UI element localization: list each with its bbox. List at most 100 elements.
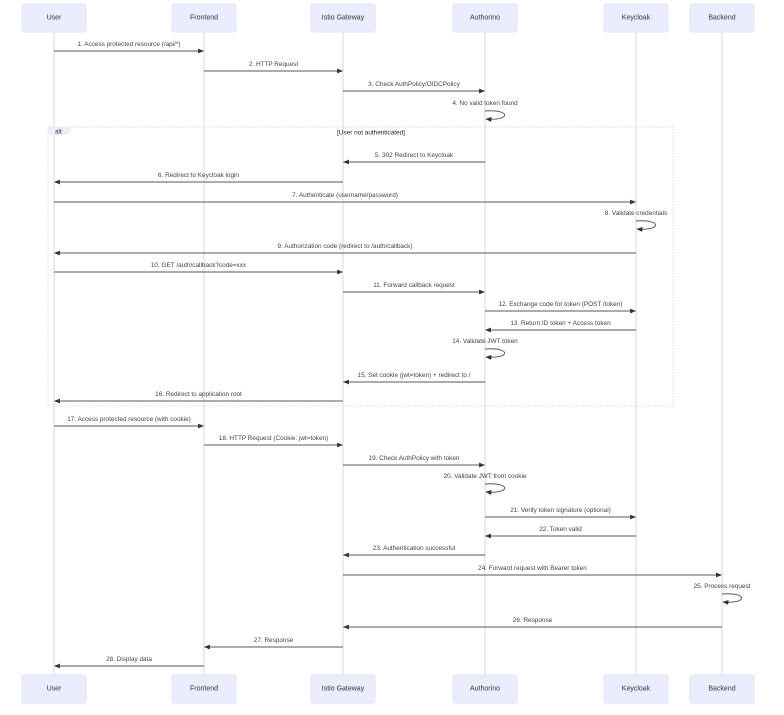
message-20: 20. Validate JWT from cookie (444, 473, 527, 495)
message-2: 2. HTTP Request (204, 61, 344, 74)
message-1: 1. Access protected resource (/api/*) (54, 41, 205, 54)
participant-label: Frontend (190, 15, 218, 22)
message-27: 27. Response (203, 637, 343, 650)
message-24: 24. Forward request with Bearer token (343, 565, 723, 578)
message-9: 9. Authorization code (redirect to /auth… (53, 243, 636, 256)
participant-authorino-top: Authorino (452, 3, 518, 33)
message-8: 8. Validate credentials (605, 210, 667, 232)
message-label: 11. Forward callback request (373, 282, 455, 289)
participant-label: Istio Gateway (322, 15, 365, 22)
message-label: 25. Process request (694, 583, 751, 590)
message-17: 17. Access protected resource (with cook… (54, 416, 205, 429)
message-label: 23. Authentication successful (373, 545, 455, 552)
participant-box (310, 674, 376, 704)
self-message-arrow (635, 220, 657, 232)
message-label: 20. Validate JWT from cookie (444, 473, 527, 480)
message-label: 13. Return ID token + Access token (510, 320, 611, 327)
message-label: 16. Redirect to application root (155, 391, 242, 398)
message-label: 22. Token valid (539, 526, 582, 533)
message-label: 28. Display data (106, 656, 152, 663)
message-4: 4. No valid token found (452, 100, 518, 122)
participant-gateway-top: Istio Gateway (310, 3, 376, 33)
message-19: 19. Check AuthPolicy with token (343, 455, 486, 468)
self-message-arrow (484, 110, 506, 122)
message-26: 26. Response (342, 617, 722, 630)
message-label: 12. Exchange code for token (POST /token… (499, 301, 623, 308)
participant-box (171, 3, 237, 33)
participant-label: Backend (708, 15, 735, 22)
participant-label: Authorino (470, 15, 500, 22)
messages: 1. Access protected resource (/api/*) 2. … (53, 41, 751, 669)
message-label: 27. Response (254, 637, 294, 644)
participant-box (689, 3, 755, 33)
participant-label: Istio Gateway (322, 686, 365, 693)
message-label: 24. Forward request with Bearer token (478, 565, 587, 572)
participant-keycloak-top: Keycloak (603, 3, 669, 33)
message-label: 17. Access protected resource (with cook… (67, 416, 191, 423)
participant-gateway-bottom: Istio Gateway (310, 674, 376, 704)
message-22: 22. Token valid (484, 526, 636, 539)
participant-label: User (47, 686, 62, 693)
participant-user-bottom: User (21, 674, 87, 704)
message-label: 4. No valid token found (452, 100, 518, 107)
participant-box (310, 3, 376, 33)
message-label: 1. Access protected resource (/api/*) (77, 41, 180, 48)
message-7: 7. Authenticate (username/password) (54, 192, 637, 205)
participant-box (171, 674, 237, 704)
participant-label: Keycloak (622, 686, 651, 693)
participant-box (21, 3, 87, 33)
message-label: 14. Validate JWT token (452, 338, 518, 345)
alt-keyword: alt (55, 129, 62, 136)
participant-box (603, 3, 669, 33)
alt-condition: [User not authenticated] (337, 130, 405, 137)
participant-backend-top: Backend (689, 3, 755, 33)
self-message-arrow (484, 348, 506, 360)
message-28: 28. Display data (53, 656, 204, 669)
participant-label: Frontend (190, 686, 218, 693)
lifelines (53, 32, 723, 675)
message-label: 2. HTTP Request (249, 61, 298, 68)
message-label: 3. Check AuthPolicy/OIDCPolicy (368, 81, 460, 88)
participant-backend-bottom: Backend (689, 674, 755, 704)
participant-box (452, 674, 518, 704)
message-label: 19. Check AuthPolicy with token (369, 455, 460, 462)
participant-box (21, 674, 87, 704)
participant-user-top: User (21, 3, 87, 33)
message-11: 11. Forward callback request (343, 282, 486, 295)
participant-label: Authorino (470, 686, 500, 693)
participant-label: Keycloak (622, 15, 651, 22)
message-13: 13. Return ID token + Access token (484, 320, 636, 333)
message-label: 8. Validate credentials (605, 210, 667, 217)
message-label: 18. HTTP Request (Cookie: jwt=token) (219, 435, 328, 442)
participant-authorino-bottom: Authorino (452, 674, 518, 704)
message-label: 10. GET /auth/callback?code=xxx (151, 262, 247, 269)
message-label: 26. Response (513, 617, 553, 624)
participant-keycloak-bottom: Keycloak (603, 674, 669, 704)
message-label: 21. Verify token signature (optional) (510, 507, 611, 514)
message-6: 6. Redirect to Keycloak login (53, 172, 343, 185)
message-label: 15. Set cookie (jwt=token) + redirect to… (358, 372, 471, 379)
message-14: 14. Validate JWT token (452, 338, 518, 360)
self-message-arrow (484, 483, 506, 495)
message-12: 12. Exchange code for token (POST /token… (485, 301, 637, 314)
self-message-arrow (721, 593, 743, 605)
participant-frontend-top: Frontend (171, 3, 237, 33)
alt-block: alt [User not authenticated] (47, 126, 674, 407)
alt-frame (47, 126, 674, 407)
message-label: 9. Authorization code (redirect to /auth… (278, 243, 413, 250)
participant-label: User (47, 15, 62, 22)
message-label: 7. Authenticate (username/password) (292, 192, 398, 199)
message-5: 5. 302 Redirect to Keycloak (342, 152, 485, 165)
alt-tab (48, 127, 71, 135)
message-label: 6. Redirect to Keycloak login (158, 172, 239, 179)
message-3: 3. Check AuthPolicy/OIDCPolicy (343, 81, 486, 94)
message-10: 10. GET /auth/callback?code=xxx (54, 262, 344, 275)
message-label: 5. 302 Redirect to Keycloak (375, 152, 454, 159)
participant-box (603, 674, 669, 704)
message-21: 21. Verify token signature (optional) (485, 507, 637, 520)
message-18: 18. HTTP Request (Cookie: jwt=token) (204, 435, 344, 448)
message-16: 16. Redirect to application root (53, 391, 343, 404)
message-23: 23. Authentication successful (342, 545, 485, 558)
participant-frontend-bottom: Frontend (171, 674, 237, 704)
